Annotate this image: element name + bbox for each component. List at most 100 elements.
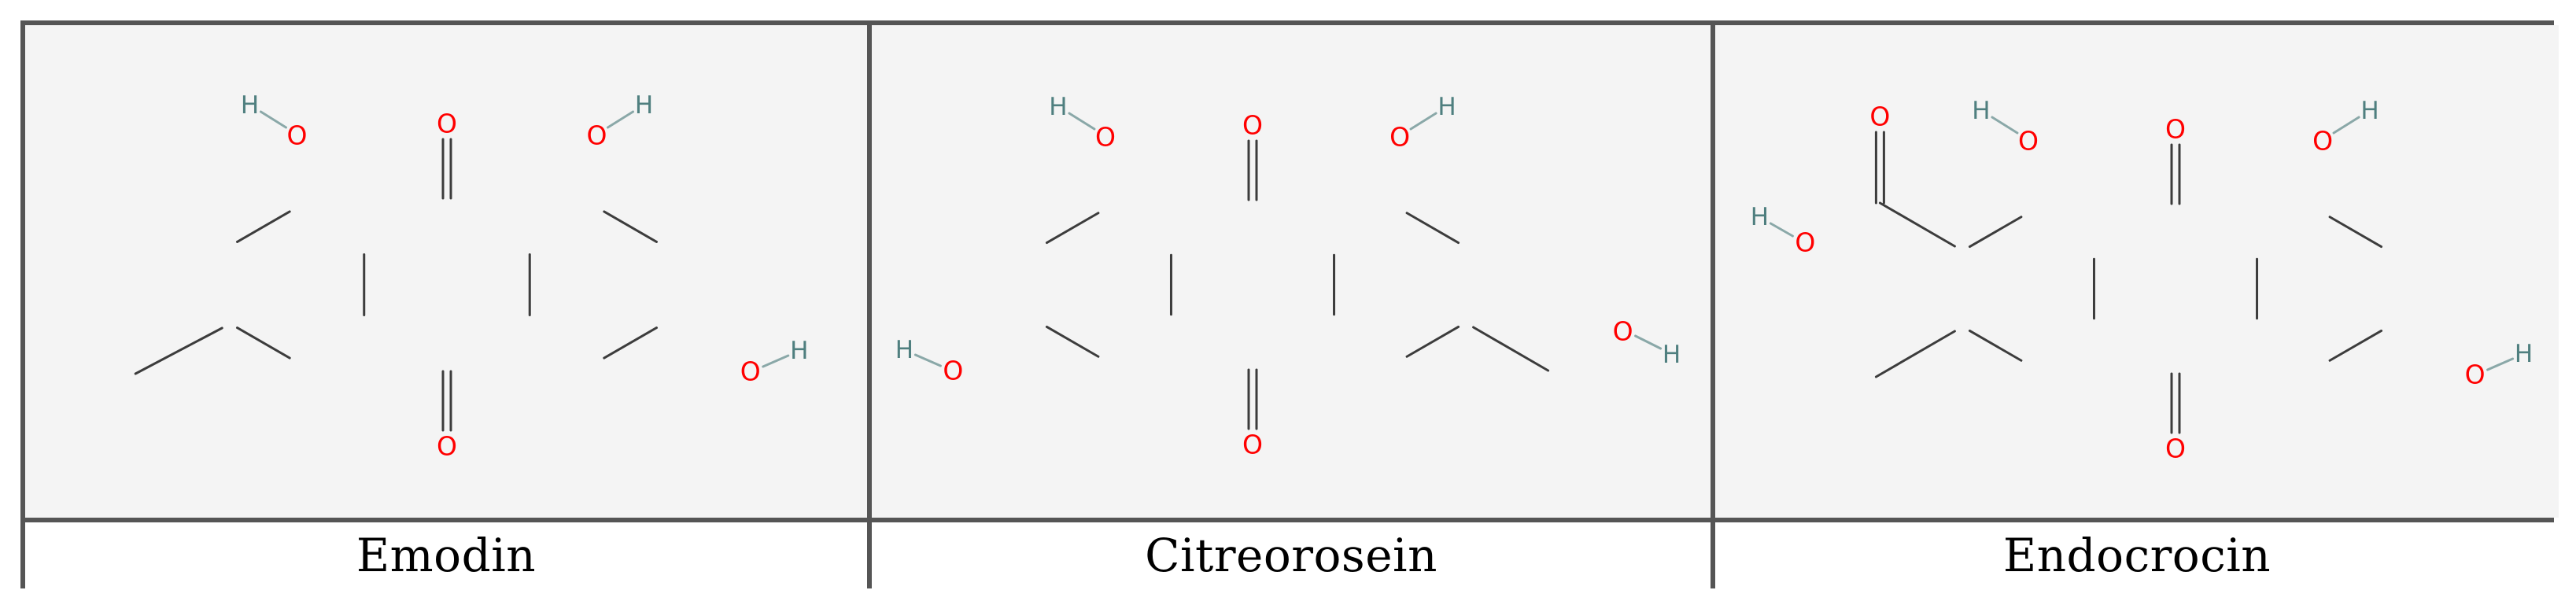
- bond: [1954, 204, 2028, 246]
- oh-bond: [1068, 112, 1096, 131]
- bond: [2323, 204, 2397, 246]
- oh-bond: [2486, 357, 2515, 371]
- carboxyl-bond: [1878, 201, 1956, 248]
- compound-name-endocrocin: Endocrocin: [2002, 529, 2272, 582]
- bond: [297, 198, 371, 242]
- oxygen-atom: O: [2165, 433, 2186, 464]
- oh-bond: [913, 353, 942, 367]
- oh-bond: [2332, 116, 2360, 135]
- bond: [522, 198, 596, 242]
- hydrogen-atom: H: [2515, 340, 2533, 368]
- bond: [522, 328, 596, 371]
- double-bond: [1968, 329, 2023, 362]
- bond: [1253, 327, 1327, 370]
- double-bond: [603, 210, 658, 243]
- bond: [1327, 200, 1401, 242]
- bond: [1105, 327, 1179, 370]
- oh-bond: [259, 110, 287, 129]
- bond: [447, 328, 522, 371]
- oxygen-atom: O: [1869, 101, 1890, 132]
- double-bond: [1968, 216, 2023, 249]
- double-bond: [1045, 212, 1100, 245]
- double-bond: [2328, 329, 2383, 362]
- oxygen-atom: O: [943, 356, 963, 386]
- oxygen-atom: O: [1242, 110, 1263, 141]
- oxygen-atom: O: [1242, 430, 1263, 460]
- hydrogen-atom: H: [1437, 93, 1456, 121]
- bond: [1400, 327, 1474, 370]
- compound-name-emodin: Emodin: [356, 529, 537, 582]
- oh-bond: [1991, 116, 2019, 135]
- oxygen-atom: O: [286, 120, 307, 151]
- bond: [1819, 203, 1880, 234]
- bond: [1327, 327, 1401, 370]
- bond: [1105, 200, 1179, 242]
- oxygen-atom: O: [1795, 227, 1815, 258]
- bond: [1179, 327, 1253, 370]
- oh-bond: [1409, 112, 1437, 131]
- label-cell-citreorosein: Citreorosein: [872, 522, 1711, 588]
- bond: [2102, 204, 2176, 246]
- bond: [1253, 200, 1327, 242]
- oh-bond: [607, 110, 635, 129]
- double-bond: [236, 210, 291, 243]
- bond: [1032, 327, 1105, 370]
- oxygen-atom: O: [1613, 316, 1633, 347]
- bond: [2397, 331, 2460, 367]
- oxygen-atom: O: [437, 431, 457, 462]
- bond: [1179, 200, 1253, 242]
- oxygen-atom: O: [2165, 114, 2186, 145]
- oxygen-atom: O: [1389, 122, 1410, 153]
- compound-name-citreorosein: Citreorosein: [1145, 529, 1437, 582]
- bond: [222, 328, 297, 371]
- double-bond: [1405, 212, 1460, 245]
- methyl-bond: [1874, 330, 1956, 378]
- oxygen-atom: O: [2018, 126, 2039, 157]
- bond: [372, 328, 447, 371]
- oxygen-atom: O: [2465, 360, 2486, 390]
- bond: [2176, 204, 2249, 246]
- double-bond: [1045, 325, 1100, 358]
- hydrogen-atom: H: [635, 91, 653, 120]
- hydrogen-atom: H: [241, 91, 259, 120]
- oh-bond: [762, 354, 790, 368]
- oh-bond: [1634, 334, 1663, 350]
- bond: [222, 198, 297, 242]
- hydrogen-atom: H: [1663, 341, 1681, 369]
- oxygen-atom: O: [1095, 122, 1116, 153]
- oxygen-atom: O: [2312, 126, 2333, 157]
- label-cell-emodin: Emodin: [25, 522, 867, 588]
- bond: [1400, 200, 1474, 242]
- hydrogen-atom: H: [1049, 93, 1067, 121]
- methylene-bond: [1472, 326, 1550, 372]
- bond: [297, 328, 371, 371]
- hydrogen-atom: H: [790, 337, 808, 365]
- methyl-bond: [134, 326, 223, 375]
- label-cell-endocrocin: Endocrocin: [1715, 522, 2559, 588]
- bond: [372, 198, 447, 242]
- bond: [1954, 331, 2028, 374]
- bond: [1548, 339, 1609, 371]
- bond: [2249, 204, 2323, 246]
- bond: [597, 198, 672, 242]
- double-bond: [1405, 325, 1460, 358]
- bond: [597, 328, 672, 371]
- bond: [2323, 331, 2397, 374]
- oh-bond: [1769, 222, 1794, 238]
- double-bond: [2328, 216, 2383, 249]
- hydrogen-atom: H: [1751, 203, 1769, 231]
- oxygen-atom: O: [587, 120, 607, 151]
- bond: [2102, 331, 2176, 374]
- bond: [672, 328, 735, 363]
- oxygen-atom: O: [437, 109, 457, 139]
- oxygen-atom: O: [740, 356, 761, 387]
- bond: [2028, 331, 2102, 374]
- hydrogen-atom: H: [2360, 97, 2379, 125]
- double-bond: [603, 326, 658, 360]
